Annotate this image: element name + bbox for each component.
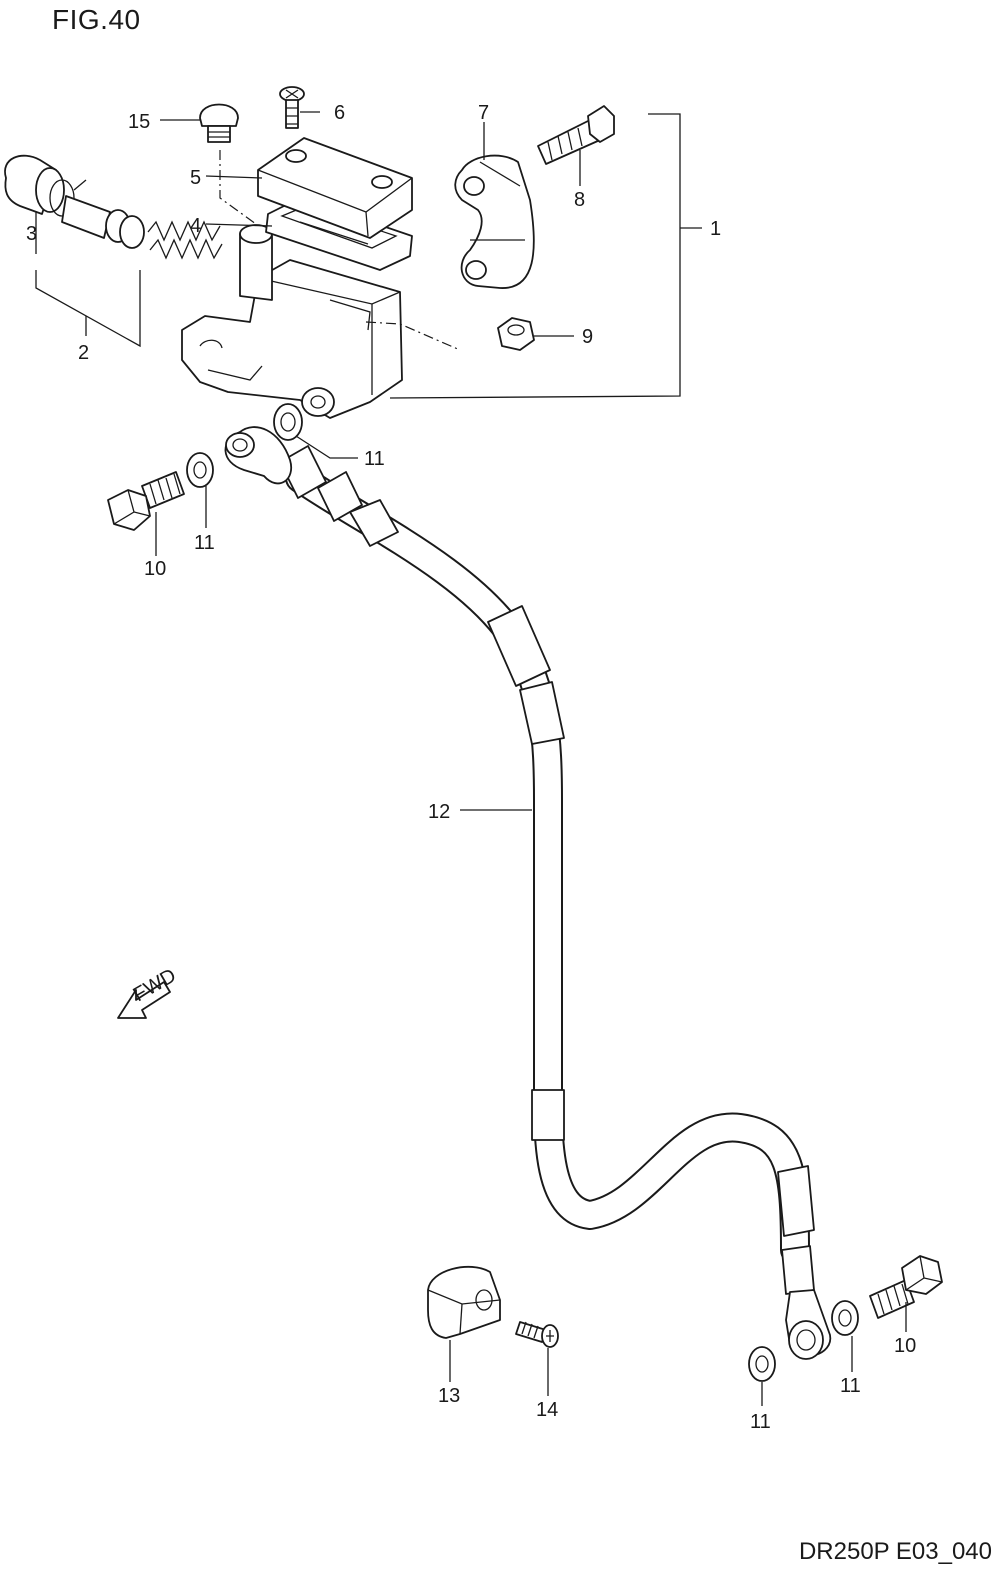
- clamp-bolt: [537, 105, 615, 165]
- washer-upper-2: [186, 452, 214, 488]
- label-5: 5: [190, 167, 201, 189]
- piston-assembly[interactable]: [4, 154, 223, 260]
- handlebar-clamp: [454, 154, 535, 289]
- clamp-screw: [515, 1321, 559, 1348]
- label-11d: 11: [750, 1411, 771, 1433]
- union-bolt-upper: [107, 471, 185, 531]
- screw: [279, 86, 305, 129]
- washer-lower-2: [748, 1346, 776, 1382]
- washer-upper-1: [273, 403, 303, 441]
- label-2: 2: [78, 342, 89, 364]
- label-9: 9: [582, 326, 593, 348]
- label-4: 4: [190, 215, 201, 237]
- fwd-arrow-icon: FWD: [117, 965, 180, 1019]
- label-7: 7: [478, 102, 489, 124]
- rubber-cap: [199, 103, 239, 143]
- figure-title: FIG.40: [52, 4, 141, 35]
- label-12: 12: [428, 801, 450, 823]
- diagram-code: DR250P E03_040: [798, 1538, 992, 1565]
- label-3: 3: [26, 223, 37, 245]
- brake-hose[interactable]: [279, 445, 815, 1295]
- label-10b: 10: [894, 1335, 916, 1357]
- label-11a: 11: [364, 448, 385, 470]
- label-14: 14: [536, 1399, 558, 1421]
- label-8: 8: [574, 189, 585, 211]
- nut: [497, 317, 535, 351]
- label-13: 13: [438, 1385, 460, 1407]
- label-11c: 11: [840, 1375, 861, 1397]
- upper-banjo-fitting: [224, 426, 293, 485]
- master-cylinder-body[interactable]: [181, 224, 403, 419]
- lower-banjo-fitting: [785, 1289, 831, 1360]
- label-10a: 10: [144, 558, 166, 580]
- reservoir-cap: [257, 137, 413, 239]
- washer-lower-1: [831, 1300, 859, 1336]
- label-11b: 11: [194, 532, 215, 554]
- hose-clamp: [427, 1265, 501, 1339]
- label-15: 15: [128, 111, 150, 133]
- assembly-bracket: [389, 113, 681, 399]
- label-1: 1: [710, 218, 721, 240]
- label-6: 6: [334, 102, 345, 124]
- union-bolt-lower: [869, 1255, 943, 1319]
